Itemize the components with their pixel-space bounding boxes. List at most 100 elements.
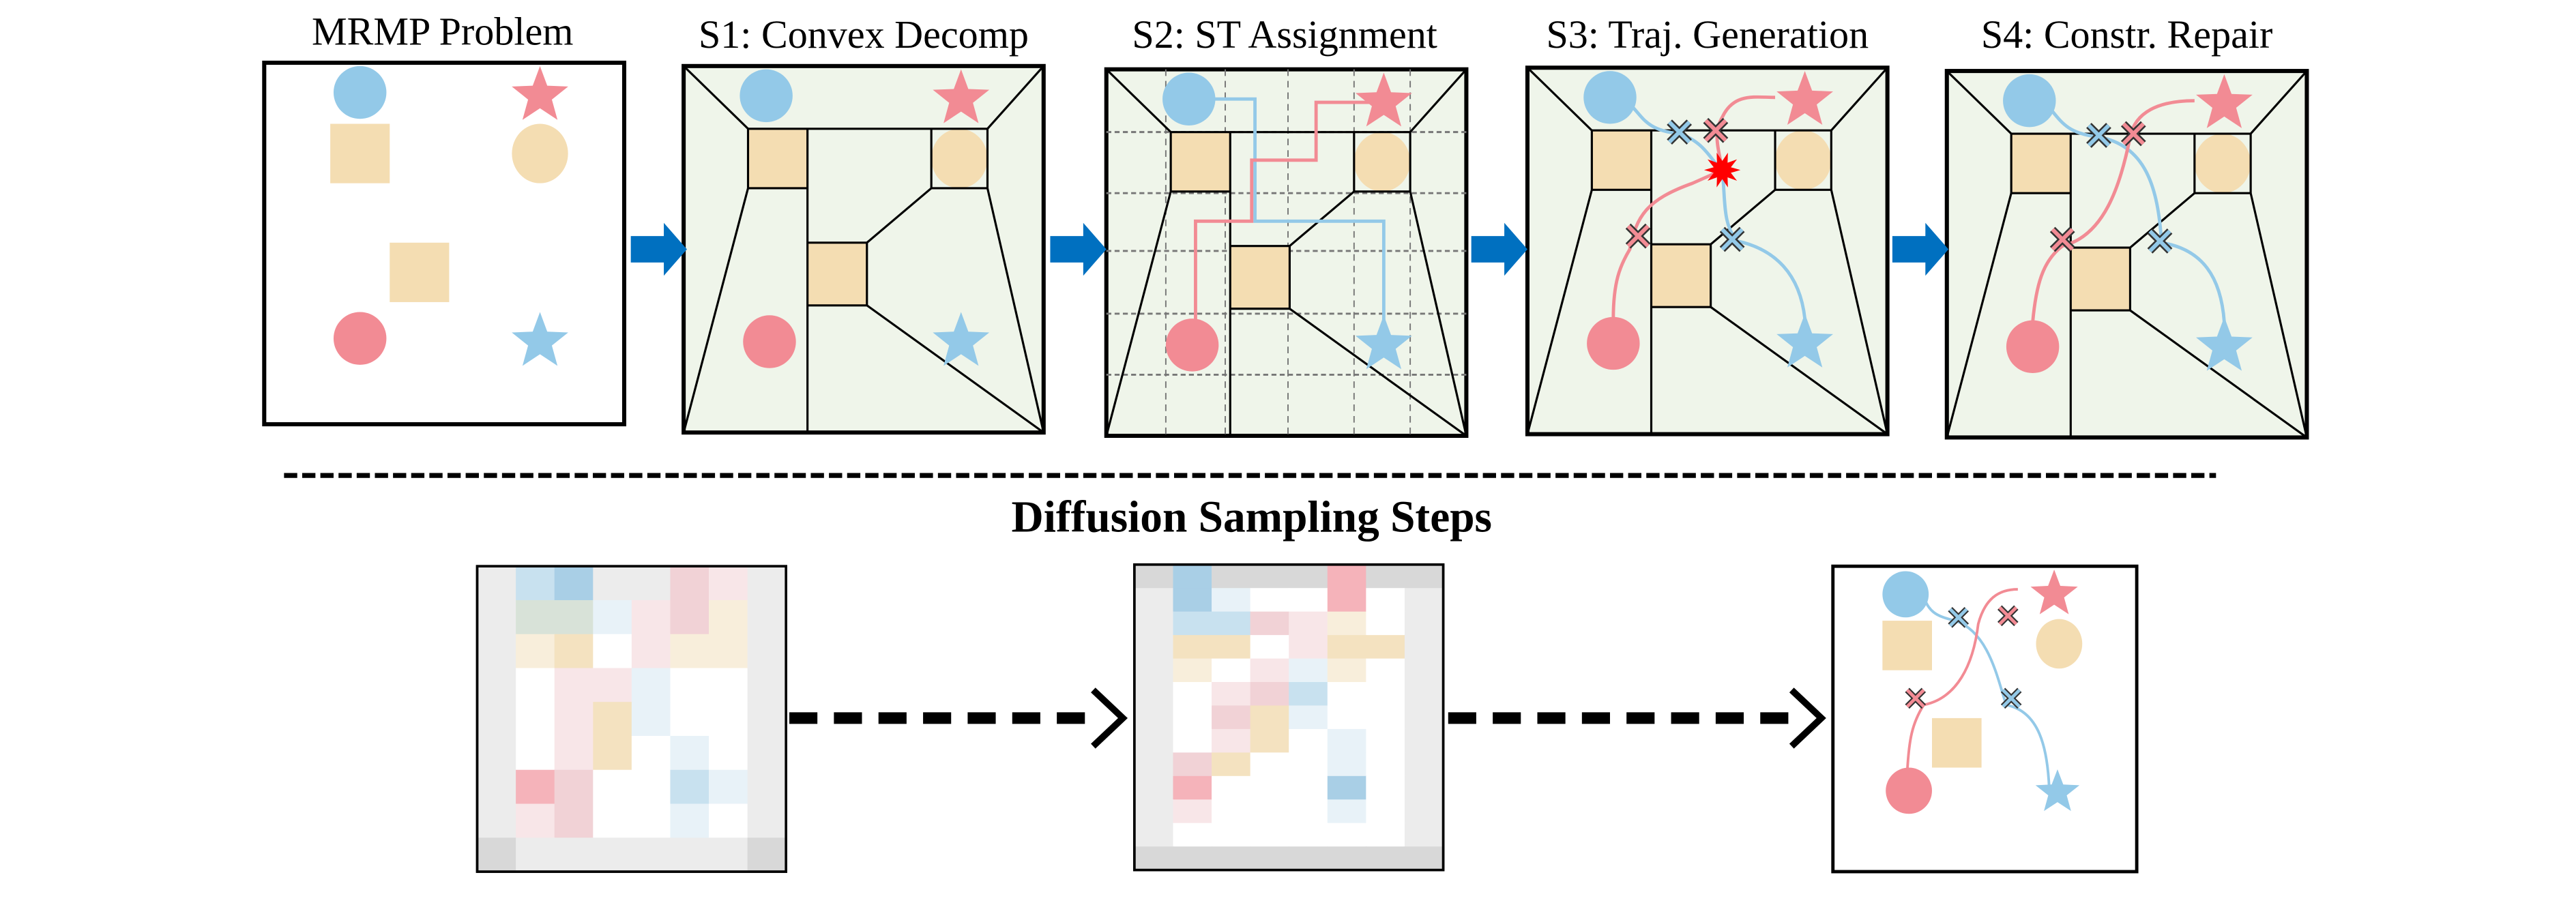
noise-pixel: [747, 769, 787, 805]
waypoint-cross-icon: [1703, 117, 1729, 143]
noise-pixel: [554, 769, 594, 805]
noise-pixel: [631, 702, 671, 737]
waypoint-cross-icon: [2120, 121, 2146, 147]
noise-pixel: [670, 566, 709, 601]
noise-pixel: [554, 599, 594, 635]
sampling-step-intermediate: [1133, 563, 1445, 872]
noise-pixel: [670, 838, 709, 872]
noise-pixel: [554, 634, 594, 669]
noise-pixel: [593, 735, 632, 771]
noise-pixel: [516, 803, 555, 838]
obstacle-round: [2194, 134, 2251, 194]
noise-pixel: [554, 803, 594, 838]
obstacle-round: [1775, 130, 1832, 190]
obstacle-middle: [807, 242, 867, 306]
panel-mrmp-problem: [262, 60, 626, 427]
noise-pixel: [1366, 823, 1405, 847]
noise-pixel: [1134, 564, 1174, 589]
noise-pixel: [709, 838, 748, 872]
robot-red-start: [1587, 316, 1640, 370]
noise-pixel: [1212, 823, 1251, 847]
noise-pixel: [593, 702, 632, 737]
noise-pixel: [1134, 635, 1174, 660]
noise-pixel: [1289, 705, 1328, 730]
noise-pixel: [1173, 588, 1212, 612]
noise-pixel: [709, 803, 748, 838]
robot-red-goal-star-icon: [1776, 71, 1833, 125]
noise-pixel: [516, 769, 555, 805]
obstacle-middle: [2070, 248, 2131, 311]
noise-pixel: [1327, 588, 1367, 612]
robot-blue-start: [333, 65, 387, 119]
noise-pixel: [1212, 588, 1251, 612]
waypoint-cross-icon: [2049, 226, 2075, 252]
noise-pixel: [1366, 611, 1405, 636]
noise-pixel: [1250, 611, 1289, 636]
noise-pixel: [554, 735, 594, 771]
noise-pixel: [1404, 682, 1444, 707]
noise-pixel: [1173, 564, 1212, 589]
robot-red-start: [1165, 319, 1219, 372]
noise-pixel: [1212, 846, 1251, 871]
noise-pixel: [1327, 823, 1367, 847]
noise-pixel: [1404, 611, 1444, 636]
noise-pixel: [1366, 846, 1405, 871]
noise-pixel: [1134, 846, 1174, 871]
waypoint-cross-icon: [1719, 226, 1745, 252]
noise-pixel: [670, 803, 709, 838]
noise-pixel: [747, 803, 787, 838]
noise-pixel: [631, 735, 671, 771]
robot-blue-goal-star-icon: [933, 312, 990, 366]
noise-pixel: [709, 668, 748, 702]
noise-pixel: [1173, 705, 1212, 730]
obstacle-left: [1882, 621, 1932, 670]
noise-pixel: [1173, 682, 1212, 707]
stage-title-s4: S4: Constr. Repair: [1981, 12, 2273, 57]
noise-pixel: [477, 634, 516, 669]
noise-pixel: [1134, 682, 1174, 707]
robot-blue-start: [740, 69, 793, 123]
red-assigned-path: [1194, 100, 1371, 325]
robot-red-goal-star-icon: [1355, 72, 1412, 127]
noise-pixel: [477, 668, 516, 702]
noise-pixel: [1250, 775, 1289, 800]
noise-pixel: [1289, 658, 1328, 683]
waypoint-cross-icon: [2147, 228, 2173, 254]
noise-pixel: [1250, 752, 1289, 777]
dashed-arrow-head-icon: [1091, 687, 1128, 749]
waypoint-cross-icon: [1905, 687, 1927, 709]
noise-pixel: [1212, 682, 1251, 707]
noise-pixel: [1327, 799, 1367, 824]
noise-pixel: [709, 599, 748, 635]
noise-pixel: [593, 634, 632, 669]
noise-pixel: [709, 769, 748, 805]
stage-arrow-icon: [630, 222, 687, 276]
stage-arrow-icon: [1050, 222, 1107, 276]
noise-pixel: [1212, 775, 1251, 800]
noise-pixel: [593, 668, 632, 702]
noise-pixel: [593, 599, 632, 635]
obstacle-middle: [390, 242, 450, 302]
red-trajectory: [2031, 99, 2195, 323]
noise-pixel: [1173, 752, 1212, 777]
noise-pixel: [1289, 846, 1328, 871]
noise-pixel: [1212, 705, 1251, 730]
noise-pixel: [1289, 635, 1328, 660]
robot-red-goal-star-icon: [2030, 569, 2078, 615]
noise-pixel: [1173, 635, 1212, 660]
noise-pixel: [1212, 658, 1251, 683]
noise-pixel: [477, 838, 516, 872]
noise-pixel: [631, 803, 671, 838]
red-trajectory: [1905, 588, 2018, 773]
noise-pixel: [747, 566, 787, 601]
noise-pixel: [1250, 564, 1289, 589]
noise-pixel: [477, 735, 516, 771]
noise-pixel: [631, 769, 671, 805]
noise-pixel: [1404, 728, 1444, 754]
noise-pixel: [1327, 564, 1367, 589]
waypoint-cross-icon: [2000, 687, 2022, 709]
convex-decomposition-edges: [682, 65, 1045, 434]
noise-pixel: [1404, 588, 1444, 612]
obstacle-round: [2036, 619, 2083, 669]
noise-pixel: [631, 838, 671, 872]
